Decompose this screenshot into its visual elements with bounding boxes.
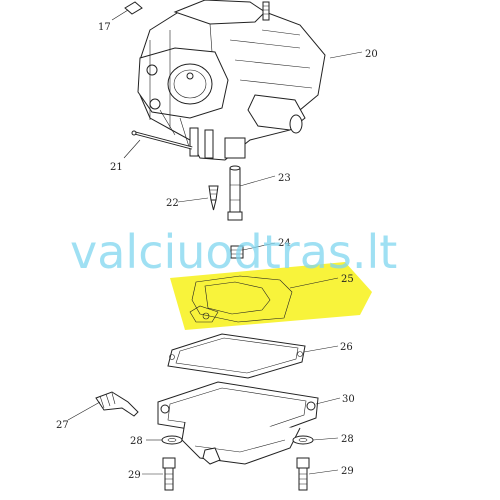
label-20: 20: [365, 49, 378, 60]
label-28-right: 28: [341, 434, 354, 445]
label-28-left: 28: [130, 436, 143, 447]
part-labels: 17 20 21 22 23 24 25 26 27 28 28 29 29 3…: [56, 22, 378, 481]
float-part-25: [189, 275, 293, 323]
main-jet-tube-part-23: [227, 165, 243, 221]
leader-lines: [67, 9, 363, 475]
label-23: 23: [278, 173, 291, 184]
label-22: 22: [166, 198, 179, 209]
label-27: 27: [56, 420, 69, 431]
label-26: 26: [340, 342, 353, 353]
float-highlight: [170, 262, 372, 330]
float-bowl-part-30: [157, 381, 319, 465]
label-17: 17: [98, 22, 111, 33]
watermark-text: valciuodtras.lt: [70, 225, 398, 279]
label-25: 25: [341, 274, 354, 285]
label-29-left: 29: [128, 470, 141, 481]
label-29-right: 29: [341, 466, 354, 477]
label-24: 24: [278, 238, 291, 249]
carburetor-body-part-20: [124, 0, 326, 161]
main-jet-part-24: [230, 245, 244, 259]
bolt-part-29-left: [162, 457, 176, 491]
pin-part-21: [131, 130, 193, 150]
label-21: 21: [110, 162, 123, 173]
bolt-part-29-right: [296, 457, 310, 491]
label-30: 30: [342, 394, 355, 405]
washer-part-28-right: [292, 435, 314, 445]
screw-part-27: [95, 391, 139, 417]
gasket-part-26: [167, 333, 306, 379]
washer-part-28-left: [161, 435, 183, 445]
needle-valve-part-22: [208, 185, 219, 211]
